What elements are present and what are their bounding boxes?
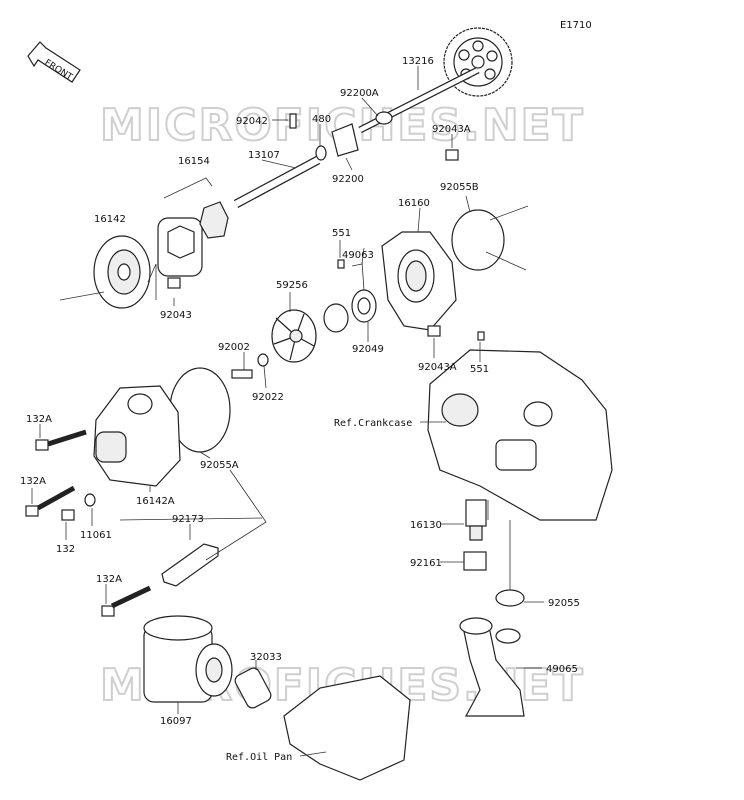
dowel-92043a-top [445, 149, 459, 161]
pin-551-b [477, 331, 485, 341]
part-label: 49065 [546, 664, 578, 675]
part-label: 132A [26, 414, 52, 425]
part-label: 132A [20, 476, 46, 487]
pin-551-a [337, 259, 345, 269]
seal-49063 [323, 303, 349, 333]
washer-11061 [84, 493, 96, 507]
plate-92200 [331, 123, 359, 157]
part-label: 16097 [160, 716, 192, 727]
strainer-49065 [459, 617, 525, 717]
oring-92055b [451, 209, 505, 271]
part-label: 551 [470, 364, 489, 375]
part-label: 92200 [332, 174, 364, 185]
ref-oil-pan: Ref.Oil Pan [226, 752, 292, 763]
part-label: 49063 [342, 250, 374, 261]
part-label: 32033 [250, 652, 282, 663]
diagram-code: E1710 [560, 20, 592, 31]
rotor-16154 [157, 201, 229, 277]
part-label: 92002 [218, 342, 250, 353]
dowel-92043a-lower [427, 325, 441, 337]
part-label: 16142 [94, 214, 126, 225]
part-label: 551 [332, 228, 351, 239]
part-label: 480 [312, 114, 331, 125]
oil-filter-16097 [143, 615, 233, 703]
pin-92042 [289, 113, 297, 129]
part-label: 11061 [80, 530, 112, 541]
part-label: 92049 [352, 344, 384, 355]
washer-92200a [375, 111, 393, 125]
bolt-132a-1 [35, 429, 87, 451]
circlip-480 [315, 145, 327, 161]
cover-16142a [93, 385, 181, 487]
bolt-132a-3 [101, 585, 152, 617]
ref-crankcase: Ref.Crankcase [334, 418, 412, 429]
fitting-16130 [465, 499, 487, 541]
part-label: 92042 [236, 116, 268, 127]
part-label: 92200A [340, 88, 379, 99]
gear-shaft-13216 [358, 27, 513, 134]
part-label: 16142A [136, 496, 175, 507]
part-label: 59256 [276, 280, 308, 291]
bolt-132 [61, 509, 75, 521]
bolt-132a-2 [25, 485, 76, 517]
part-label: 92043 [160, 310, 192, 321]
dowel-92043 [167, 277, 181, 289]
washer-92022 [257, 353, 269, 367]
rotor-16142 [93, 235, 151, 309]
part-label: 132A [96, 574, 122, 585]
part-label: 16154 [178, 156, 210, 167]
part-label: 92022 [252, 392, 284, 403]
nut-92161 [463, 551, 487, 571]
part-label: 92055B [440, 182, 479, 193]
pipe-32033 [234, 667, 272, 709]
part-label: 92173 [172, 514, 204, 525]
part-label: 92055A [200, 460, 239, 471]
front-arrow-icon: FRONT [27, 41, 81, 83]
part-label: 16160 [398, 198, 430, 209]
part-label: 13216 [402, 56, 434, 67]
crankcase-ref [427, 349, 613, 521]
oring-92055 [495, 589, 525, 607]
bolt-92002 [231, 369, 253, 379]
part-label: 92043A [418, 362, 457, 373]
shaft-13107 [233, 156, 321, 208]
part-label: 92043A [432, 124, 471, 135]
part-label: 92055 [548, 598, 580, 609]
part-label: 132 [56, 544, 75, 555]
impeller-59256 [271, 309, 317, 363]
plate-92173 [161, 543, 219, 587]
part-label: 16130 [410, 520, 442, 531]
part-label: 92161 [410, 558, 442, 569]
part-label: 13107 [248, 150, 280, 161]
pump-body-16160 [381, 231, 457, 331]
